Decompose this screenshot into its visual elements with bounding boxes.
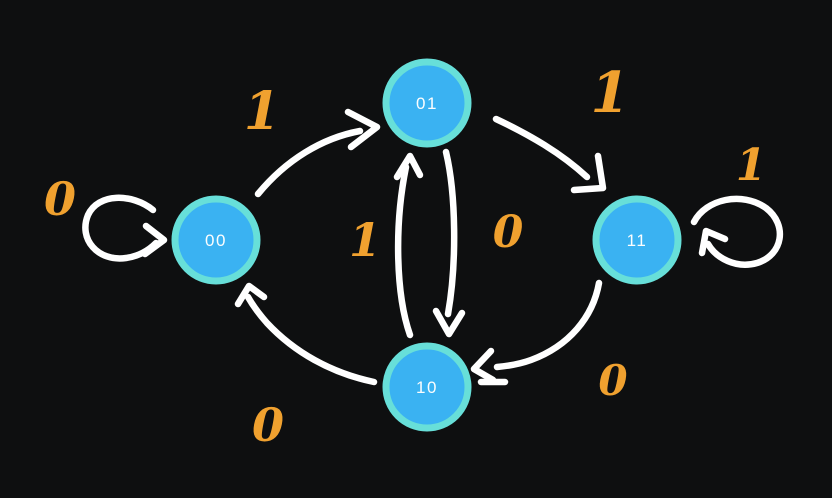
edge-label-01-to-11: 1: [591, 60, 630, 126]
state-node-10: 10: [382, 342, 472, 432]
edge-11-to-10-arrowhead: [470, 347, 497, 384]
edge-10-to-00-arrow: [244, 293, 378, 386]
edge-10-to-01-arrow: [394, 163, 414, 339]
edge-label-00-to-01: 1: [244, 81, 280, 142]
edge-00-to-01-arrow: [254, 127, 364, 198]
transition-labels: 0 1 1 1 0 0 1 0: [44, 60, 766, 452]
state-circle-01: [382, 58, 472, 148]
state-node-11: 11: [592, 195, 682, 285]
edge-label-01-to-10: 0: [493, 207, 524, 258]
state-circle-00: [171, 195, 261, 285]
state-label-11: 11: [627, 231, 648, 250]
edge-10-to-00-arrowhead: [234, 282, 268, 308]
state-label-00: 00: [205, 231, 227, 250]
edge-01-to-11-arrowhead: [570, 152, 607, 194]
edge-label-10-to-01: 1: [349, 213, 381, 267]
edge-00-self-loop-arrowhead: [141, 222, 168, 258]
edge-label-11-self-loop: 1: [736, 140, 767, 191]
edge-10-to-01-arrowhead: [393, 152, 424, 181]
edge-label-11-to-10: 0: [598, 356, 627, 405]
edge-01-to-11-arrow: [492, 115, 591, 181]
state-label-01: 01: [416, 94, 438, 113]
edge-00-self-loop-arrow: [82, 194, 160, 262]
state-node-00: 00: [171, 195, 261, 285]
edge-01-to-10-arrowhead: [432, 307, 466, 338]
state-circle-11: [592, 195, 682, 285]
state-label-10: 10: [416, 378, 438, 397]
edge-00-to-01-arrowhead: [344, 108, 381, 151]
edge-11-self-loop-arrowhead: [698, 227, 729, 257]
edge-11-to-10-arrow: [493, 279, 603, 371]
state-circle-10: [382, 342, 472, 432]
edge-01-to-10-arrow: [442, 148, 458, 318]
edge-label-10-to-00: 0: [252, 398, 284, 452]
transition-arrows: [82, 108, 784, 386]
edge-11-self-loop-arrow: [690, 195, 784, 268]
state-node-01: 01: [382, 58, 472, 148]
edge-label-00-self-loop: 0: [44, 172, 76, 226]
